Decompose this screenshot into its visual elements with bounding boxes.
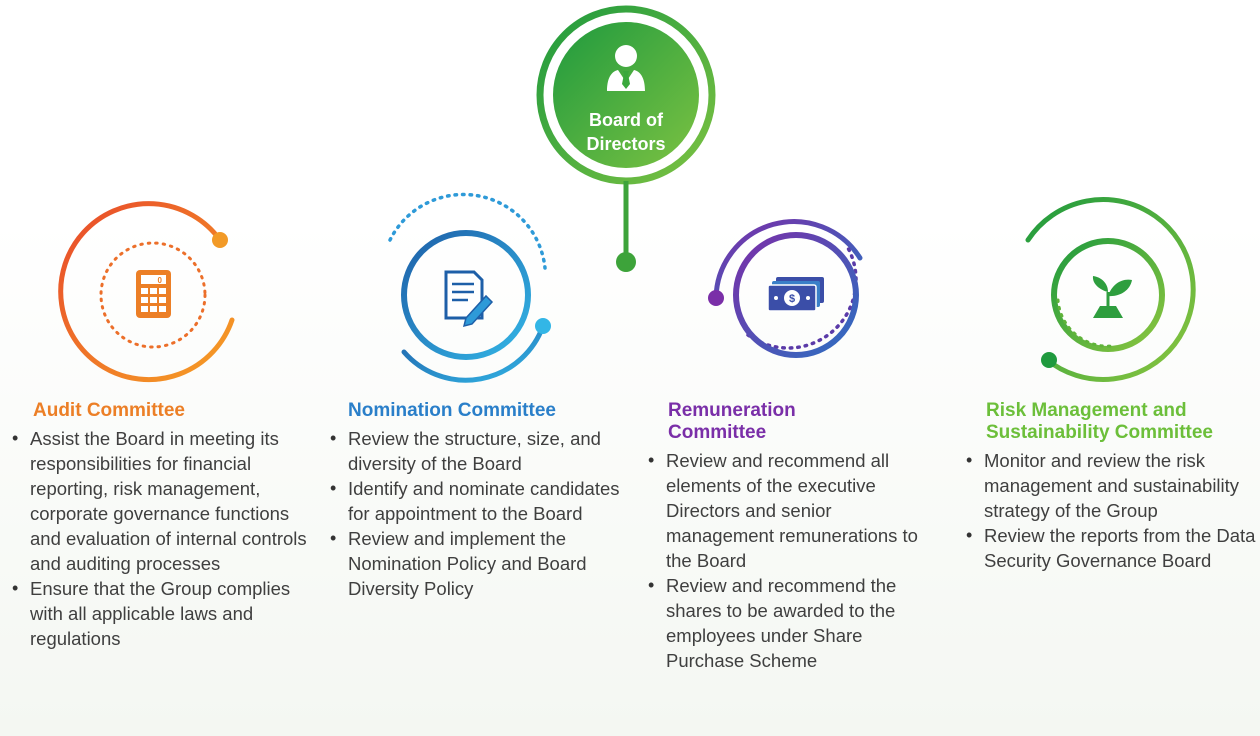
list-item: Monitor and review the risk management a…	[962, 448, 1260, 523]
nomination-committee-node	[388, 192, 551, 383]
businessman-icon	[607, 45, 645, 91]
list-item: Identify and nominate candidates for app…	[326, 476, 626, 526]
svg-text:$: $	[789, 293, 795, 305]
sprout-icon	[1092, 276, 1132, 318]
remuneration-committee-bullets: Review and recommend all elements of the…	[644, 448, 944, 673]
board-of-directors-node: Board of Directors	[536, 5, 716, 272]
nomination-committee-column: Nomination Committee Review the structur…	[326, 400, 626, 601]
list-item: Review the structure, size, and diversit…	[326, 426, 626, 476]
list-item: Review the reports from the Data Securit…	[962, 523, 1260, 573]
nomination-committee-title: Nomination Committee	[348, 400, 556, 421]
risk-management-committee-node	[1025, 197, 1196, 382]
audit-committee-node: 0	[58, 201, 235, 383]
risk-management-committee-column: Risk Management and Sustainability Commi…	[962, 400, 1260, 573]
board-title-line2: Directors	[586, 134, 665, 154]
nomination-committee-bullets: Review the structure, size, and diversit…	[326, 426, 626, 601]
list-item: Review and recommend all elements of the…	[644, 448, 944, 573]
governance-diagram: Board of Directors 0	[58, 5, 1196, 383]
audit-committee-bullets: Assist the Board in meeting its responsi…	[8, 426, 308, 651]
risk-management-committee-title: Risk Management and Sustainability Commi…	[986, 400, 1213, 443]
svg-text:0: 0	[158, 276, 163, 285]
money-icon: $	[767, 277, 824, 312]
document-pen-icon	[444, 270, 494, 328]
remuneration-committee-column: Remuneration Committee Review and recomm…	[644, 400, 944, 673]
list-item: Assist the Board in meeting its responsi…	[8, 426, 308, 576]
audit-committee-title: Audit Committee	[33, 400, 185, 421]
board-title-line1: Board of	[589, 110, 664, 130]
calculator-icon: 0	[136, 270, 171, 318]
list-item: Review and recommend the shares to be aw…	[644, 573, 944, 673]
remuneration-committee-title: Remuneration Committee	[668, 400, 796, 443]
audit-committee-column: Audit Committee Assist the Board in meet…	[8, 400, 308, 651]
remuneration-committee-node: $	[708, 219, 863, 358]
risk-management-committee-bullets: Monitor and review the risk management a…	[962, 448, 1260, 573]
list-item: Ensure that the Group complies with all …	[8, 576, 308, 651]
list-item: Review and implement the Nomination Poli…	[326, 526, 626, 601]
board-stem-dot	[616, 252, 636, 272]
